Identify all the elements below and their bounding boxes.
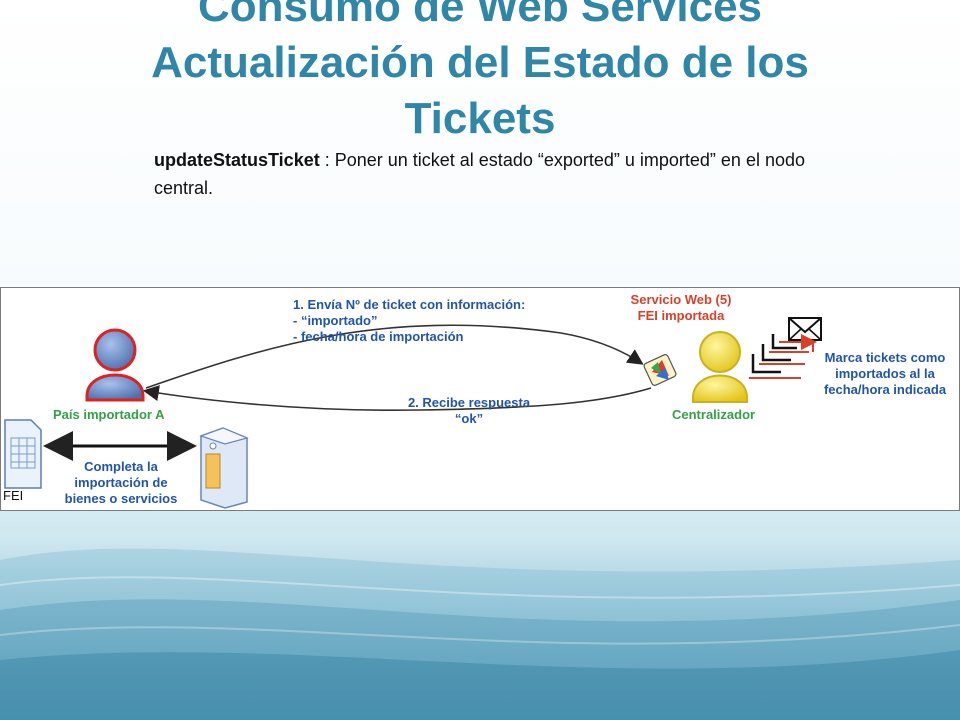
step1-line-3: - fecha/hora de importación	[293, 329, 464, 344]
service-line-1: Servicio Web (5)	[630, 292, 732, 307]
fei-document-icon	[4, 419, 42, 489]
diagram-graphics	[4, 317, 822, 509]
step2-line-2: “ok”	[454, 411, 484, 426]
description-text: : Poner un ticket al estado “exported” u…	[154, 150, 805, 198]
step2-line-1: 2. Recibe respuesta	[407, 395, 531, 410]
mark-line-1: Marca tickets como	[824, 350, 946, 365]
request-arrow	[145, 324, 644, 389]
envelope-icon	[788, 317, 822, 341]
step1-line-1: 1. Envía Nº de ticket con información:	[293, 297, 526, 312]
description: updateStatusTicket : Poner un ticket al …	[154, 146, 834, 202]
service-line-2: FEI importada	[637, 308, 725, 323]
mark-line-2: importados al la	[835, 366, 935, 381]
complete-line-1: Completa la	[84, 459, 158, 474]
complete-line-2: importación de	[74, 475, 168, 490]
web-service-icon	[643, 354, 677, 386]
service-label: Servicio Web (5) FEI importada	[619, 292, 743, 324]
response-arrow	[142, 385, 652, 412]
complete-line-3: bienes o servicios	[64, 491, 178, 506]
description-term: updateStatusTicket	[154, 150, 320, 170]
importer-person-icon	[85, 328, 145, 402]
mark-line-3: fecha/hora indicada	[823, 382, 947, 397]
complete-import-label: Completa la importación de bienes o serv…	[53, 459, 189, 507]
title-line-2: Actualización del Estado de los	[151, 38, 809, 87]
step2-label: 2. Recibe respuesta “ok”	[389, 395, 549, 427]
central-person-icon	[692, 331, 748, 403]
importer-label: País importador A	[53, 407, 165, 422]
title-line-1: Consumo de Web Services	[197, 0, 763, 31]
ticket-marks-icon	[749, 334, 817, 379]
step1-line-2: - “importado”	[293, 313, 378, 328]
title-line-3: Tickets	[404, 94, 556, 143]
step1-label: 1. Envía Nº de ticket con información: -…	[293, 297, 525, 345]
mark-tickets-label: Marca tickets como importados al la fech…	[813, 350, 957, 398]
server-icon	[199, 427, 249, 509]
central-label: Centralizador	[672, 407, 756, 422]
diagram-panel: 1. Envía Nº de ticket con información: -…	[0, 287, 960, 511]
fei-label: FEI	[3, 488, 24, 503]
